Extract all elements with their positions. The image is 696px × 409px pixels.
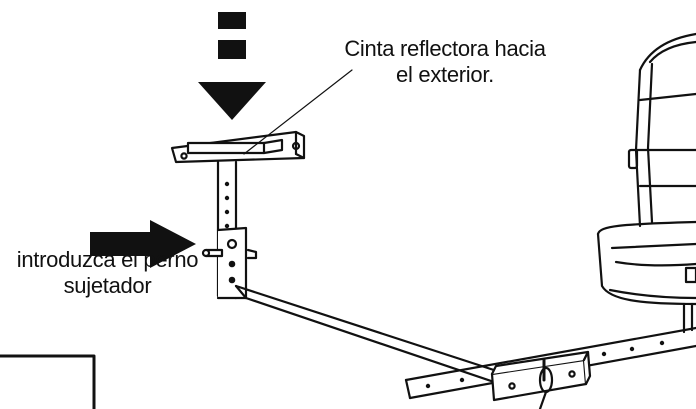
pin-callout-line-2: sujetador (63, 273, 152, 298)
t-bar-support (170, 130, 502, 386)
down-arrow-icon (198, 12, 266, 120)
leader-line (243, 69, 353, 155)
inset-frame (0, 354, 96, 409)
pin-callout: introduzca el perno sujetador (0, 247, 215, 299)
reflective-tape-line-1: Cinta reflectora hacia (344, 36, 546, 61)
reflective-tape-callout: Cinta reflectora hacia el exterior. (330, 36, 560, 88)
right-arrow-icon (90, 220, 196, 268)
vehicle-rear (596, 32, 696, 334)
reflective-tape-line-2: el exterior. (396, 62, 494, 87)
pin-callout-line-1: introduzca el perno (16, 247, 199, 272)
hitch-bar (404, 326, 696, 409)
